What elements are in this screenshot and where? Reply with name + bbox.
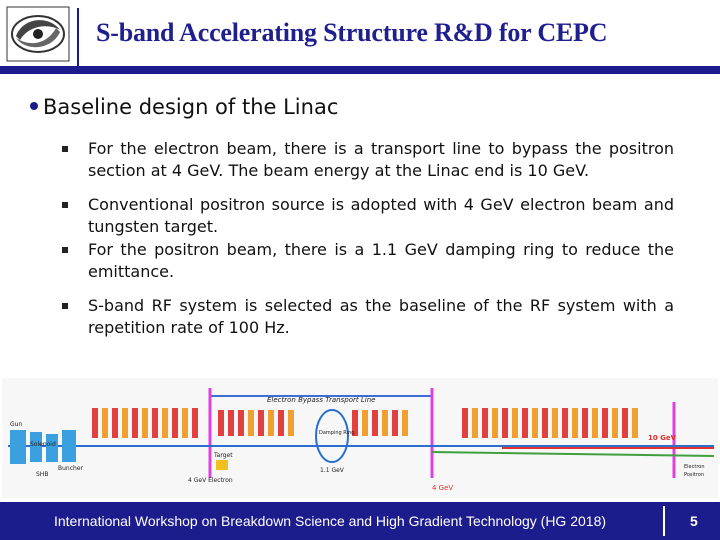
bullet-list: For the electron beam, there is a transp… xyxy=(62,138,674,339)
positron-line xyxy=(431,451,715,457)
shb-label: SHB xyxy=(36,471,48,478)
header-vertical-rule xyxy=(77,8,79,74)
footer-separator xyxy=(663,506,665,536)
damping-ring xyxy=(315,409,349,463)
target-block xyxy=(216,460,228,470)
section-heading-text: Baseline design of the Linac xyxy=(43,95,339,119)
list-item: Conventional positron source is adopted … xyxy=(62,194,674,238)
square-bullet-icon xyxy=(62,303,68,309)
accelerating-structures-1 xyxy=(92,408,198,438)
footer-text: International Workshop on Breakdown Scie… xyxy=(53,513,607,529)
energy-11-label: 1.1 GeV xyxy=(320,467,345,474)
electron-out-label: Electron xyxy=(684,464,705,470)
square-bullet-icon xyxy=(62,146,68,152)
target-label: Target xyxy=(213,452,233,459)
gun-block xyxy=(10,430,26,464)
buncher-label: Buncher xyxy=(58,465,84,472)
list-item-text: S-band RF system is selected as the base… xyxy=(88,296,674,337)
damping-ring-label: Damping Ring xyxy=(319,430,355,436)
square-bullet-icon xyxy=(62,202,68,208)
header-rule xyxy=(0,66,720,74)
list-item-text: For the positron beam, there is a 1.1 Ge… xyxy=(88,240,674,281)
energy-4-label: 4 GeV xyxy=(432,484,453,492)
list-item: For the electron beam, there is a transp… xyxy=(62,138,674,182)
bypass-label: Electron Bypass Transport Line xyxy=(267,396,375,404)
footer-bar: International Workshop on Breakdown Scie… xyxy=(0,502,720,540)
page-number: 5 xyxy=(690,513,698,529)
positron-structures xyxy=(218,410,408,436)
slide-title: S-band Accelerating Structure R&D for CE… xyxy=(96,18,608,47)
list-item-text: Conventional positron source is adopted … xyxy=(88,195,674,236)
linac-layout-diagram: Electron Bypass Transport Line Gun SHB B… xyxy=(2,378,718,498)
institute-logo xyxy=(6,6,70,62)
square-bullet-icon xyxy=(62,247,68,253)
electron-4gev-label: 4 GeV Electron xyxy=(188,477,233,484)
bullet-dot-icon xyxy=(30,102,38,110)
list-item: S-band RF system is selected as the base… xyxy=(62,295,674,339)
list-item-text: For the electron beam, there is a transp… xyxy=(88,139,674,180)
gun-label: Gun xyxy=(10,421,22,428)
list-item: For the positron beam, there is a 1.1 Ge… xyxy=(62,239,674,283)
accelerating-structures-2 xyxy=(462,408,638,438)
solenoid-label: Solenoid xyxy=(30,441,56,448)
section-heading: Baseline design of the Linac xyxy=(30,95,338,119)
energy-10-label: 10 GeV xyxy=(648,434,677,442)
positron-out-label: Positron xyxy=(684,472,704,478)
